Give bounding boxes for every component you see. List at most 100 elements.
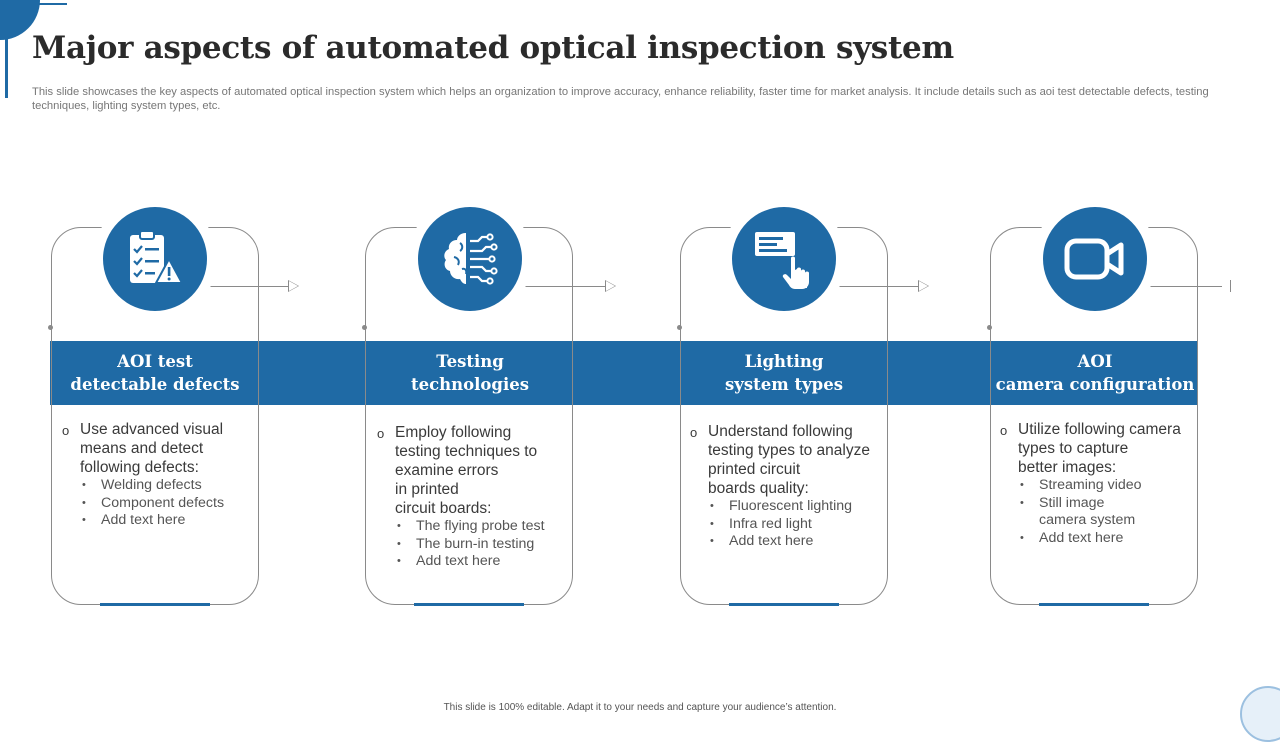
card-title: Testing technologies (355, 350, 585, 396)
card-bullet-text: The flying probe test (416, 518, 545, 534)
connector-line (515, 286, 606, 287)
dot-bullet-icon: • (1020, 479, 1024, 491)
card-lead-text: Understand following testing types to ana… (708, 422, 870, 498)
dot-bullet-icon: • (82, 479, 86, 491)
circle-bullet-icon: o (62, 423, 70, 438)
card-bullet-item: • Add text here (397, 553, 567, 571)
card-lead-line: Use advanced visual (80, 421, 224, 438)
card-bullet-list: •Fluorescent lighting•Infra red light•Ad… (690, 498, 880, 551)
card-title-line: technologies (410, 375, 530, 394)
card-bullet-list: • The flying probe test • The burn-in testi… (377, 518, 567, 571)
card-lead-line: Understand following (708, 423, 853, 440)
video-camera-icon (1064, 237, 1126, 281)
card-title: AOI test detectable defects (40, 350, 270, 396)
card-lead-line: means and detect (80, 440, 204, 457)
card-bullet-item: • Component defects (82, 495, 252, 513)
icon-circle (732, 207, 836, 311)
card-content: o Understand following testing types to an… (690, 422, 880, 551)
card-bullet-text: Streaming video (1039, 477, 1142, 493)
corner-accent-line (5, 0, 8, 98)
card-bullet-text: Add text here (729, 533, 814, 549)
dot-bullet-icon: • (710, 500, 714, 512)
dot-bullet-icon: • (397, 520, 401, 532)
card-lead-line: better images: (1018, 459, 1117, 476)
card-bullet-text: Still image (1039, 494, 1105, 511)
card-bullet-item: • Add text here (710, 533, 880, 551)
card-bullet-text: Welding defects (101, 477, 202, 493)
circle-bullet-icon: o (1000, 423, 1008, 438)
dot-bullet-icon: • (397, 537, 401, 550)
card-bottom-accent (729, 603, 839, 606)
card-lead-line: printed circuit (708, 461, 801, 478)
connector-end (1230, 280, 1231, 292)
card-bullet-text: Add text here (416, 553, 501, 569)
card-bullet-item: • The burn-in testing (397, 536, 567, 554)
brain-circuit-icon (438, 229, 502, 289)
card-lead-line: Utilize following camera (1018, 421, 1181, 438)
dot-bullet-icon: • (397, 555, 401, 567)
page-title: Major aspects of automated optical inspe… (32, 30, 954, 66)
icon-circle (103, 207, 207, 311)
card-lead-line: testing techniques to (395, 443, 538, 460)
card-title-line: camera configuration (995, 375, 1195, 394)
card-bullet-item: • Add text here (82, 512, 252, 530)
card-bullet-item: • Welding defects (82, 477, 252, 495)
hand-pointer-screen-icon (751, 228, 817, 290)
dot-bullet-icon: • (710, 517, 714, 530)
dot-bullet-icon: • (82, 514, 86, 526)
card-bullet-text: Component defects (101, 494, 225, 511)
arrow-head-icon (605, 280, 616, 292)
card-title-line: AOI test (117, 352, 193, 371)
card-content: o Utilize following camera types to captur… (1000, 420, 1190, 547)
card-title-line: detectable defects (70, 375, 240, 394)
card-bullet-list: • Welding defects • Component defects • Add t… (62, 477, 252, 530)
card-title-line: Testing (436, 352, 504, 371)
card-lead-line: circuit boards: (395, 500, 492, 517)
card-lead-line: types to capture (1018, 440, 1129, 457)
card-bullet-item: • Streaming video (1020, 477, 1190, 495)
icon-circle (418, 207, 522, 311)
circle-bullet-icon: o (690, 425, 698, 440)
connector-line (830, 286, 919, 287)
footer-note: This slide is 100% editable. Adapt it to… (443, 702, 837, 713)
pin-dot (677, 325, 682, 330)
corner-bubble (1240, 686, 1280, 742)
card-bullet-text: Infra red light (729, 515, 812, 532)
card-title-line: Lighting (744, 352, 824, 371)
connector-line (1140, 286, 1222, 287)
page-subtitle: This slide showcases the key aspects of … (32, 86, 1209, 112)
card-lead-line: in printed (395, 481, 459, 498)
card-bullet-text: Add text here (1039, 529, 1124, 546)
checklist-warning-icon (122, 229, 188, 289)
card-bottom-accent (1039, 603, 1149, 606)
card-title-line: AOI (1077, 352, 1113, 371)
card-bottom-accent (414, 603, 524, 606)
dot-bullet-icon: • (82, 496, 86, 509)
arrow-head-icon (918, 280, 929, 292)
pin-dot (362, 325, 367, 330)
card-lead-line: examine errors (395, 462, 499, 479)
card-lead-line: testing types to analyze (708, 442, 870, 459)
pin-dot (48, 325, 53, 330)
circle-bullet-icon: o (377, 426, 385, 441)
pin-dot (987, 325, 992, 330)
connector-line (201, 286, 289, 287)
card-bullet-item: •Fluorescent lighting (710, 498, 880, 516)
card-bullet-text: The burn-in testing (416, 535, 535, 552)
card-bullet-item: • Infra red light (710, 516, 880, 534)
dot-bullet-icon: • (710, 535, 714, 547)
header-band (50, 341, 1198, 405)
card-lead: o Utilize following camera types to captur… (1000, 420, 1190, 477)
card-bullet-item: camera system (1020, 512, 1190, 530)
dot-bullet-icon: • (1020, 531, 1024, 544)
card-bullet-item: • Add text here (1020, 530, 1190, 548)
icon-circle (1043, 207, 1147, 311)
card-bullet-text: Add text here (101, 512, 186, 528)
